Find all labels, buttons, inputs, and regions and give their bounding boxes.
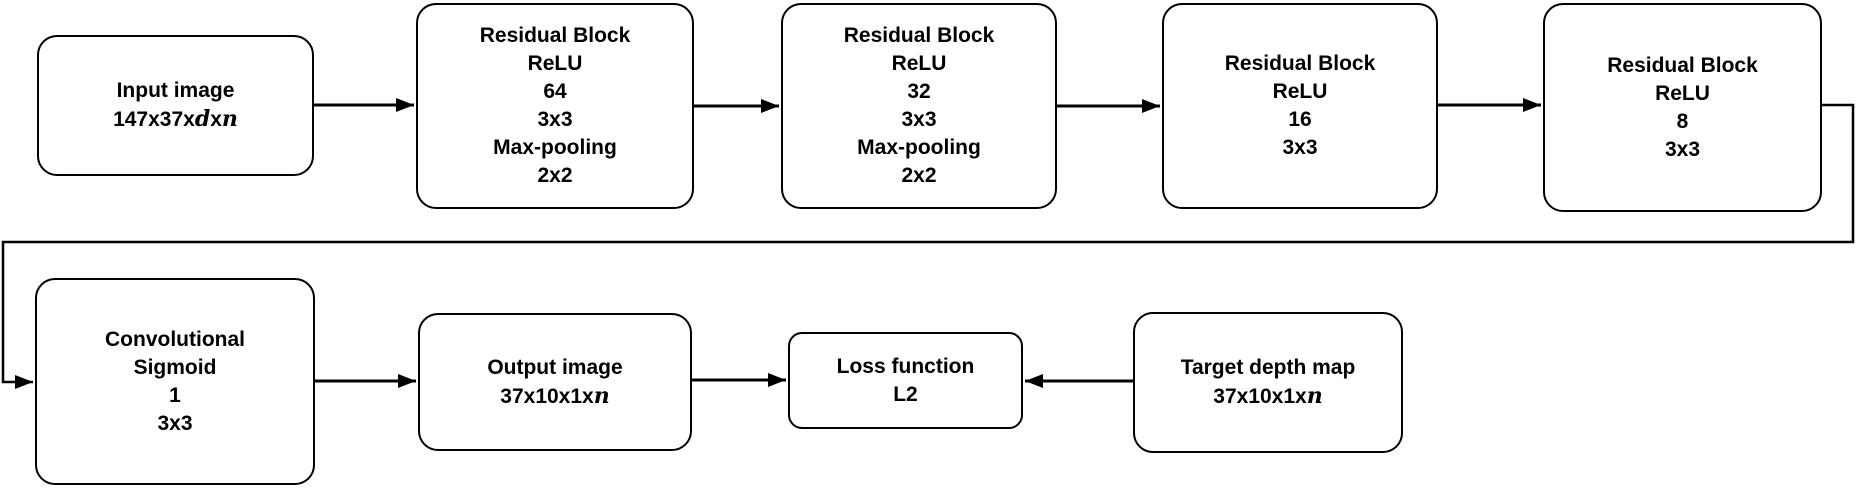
node-text-line: Target depth map: [1180, 356, 1356, 379]
node-output-image: Output image 37x10x1xn: [418, 313, 692, 451]
node-text-line: Residual Block: [843, 24, 995, 47]
node-text-line: 32: [907, 80, 931, 103]
node-text-line: Max-pooling: [857, 136, 981, 159]
node-text-line: 3x3: [157, 411, 193, 435]
node-text-line: Sigmoid: [133, 355, 217, 379]
node-text-line: 3x3: [1664, 137, 1701, 161]
node-text-line: Residual Block: [1607, 53, 1758, 77]
node-text-line: Input image: [116, 79, 235, 102]
node-text-line: Loss function: [836, 354, 975, 378]
node-input-image: Input image 147x37xdxn: [37, 35, 314, 176]
node-text-line: ReLU: [1272, 80, 1328, 103]
node-text-line: 16: [1288, 108, 1312, 131]
node-text-line: 37x10x1xn: [500, 382, 610, 409]
node-text-line: 64: [543, 80, 567, 103]
node-text-line: Max-pooling: [493, 136, 617, 159]
node-text-line: 3x3: [901, 108, 937, 131]
node-text-line: ReLU: [527, 52, 583, 75]
node-text-line: Residual Block: [1224, 52, 1376, 75]
node-text-line: ReLU: [891, 52, 947, 75]
node-text-line: 3x3: [1282, 136, 1318, 159]
node-text-line: Residual Block: [479, 24, 631, 47]
node-text-line: L2: [893, 382, 918, 406]
node-text-line: 8: [1676, 109, 1689, 133]
node-text-line: 1: [169, 383, 181, 407]
node-text-line: 37x10x1xn: [1213, 383, 1323, 409]
node-text-line: ReLU: [1655, 81, 1710, 105]
node-target-depth-map: Target depth map 37x10x1xn: [1133, 312, 1403, 453]
node-text-line: Output image: [487, 355, 623, 379]
node-text-line: 3x3: [537, 108, 573, 131]
node-text-line: Convolutional: [105, 327, 245, 351]
node-text-line: 2x2: [901, 164, 937, 187]
node-text-line: 2x2: [537, 164, 573, 187]
wrap-around-connector-rb8-to-conv: [1, 103, 1855, 389]
node-text-line: 147x37xdxn: [113, 106, 238, 132]
